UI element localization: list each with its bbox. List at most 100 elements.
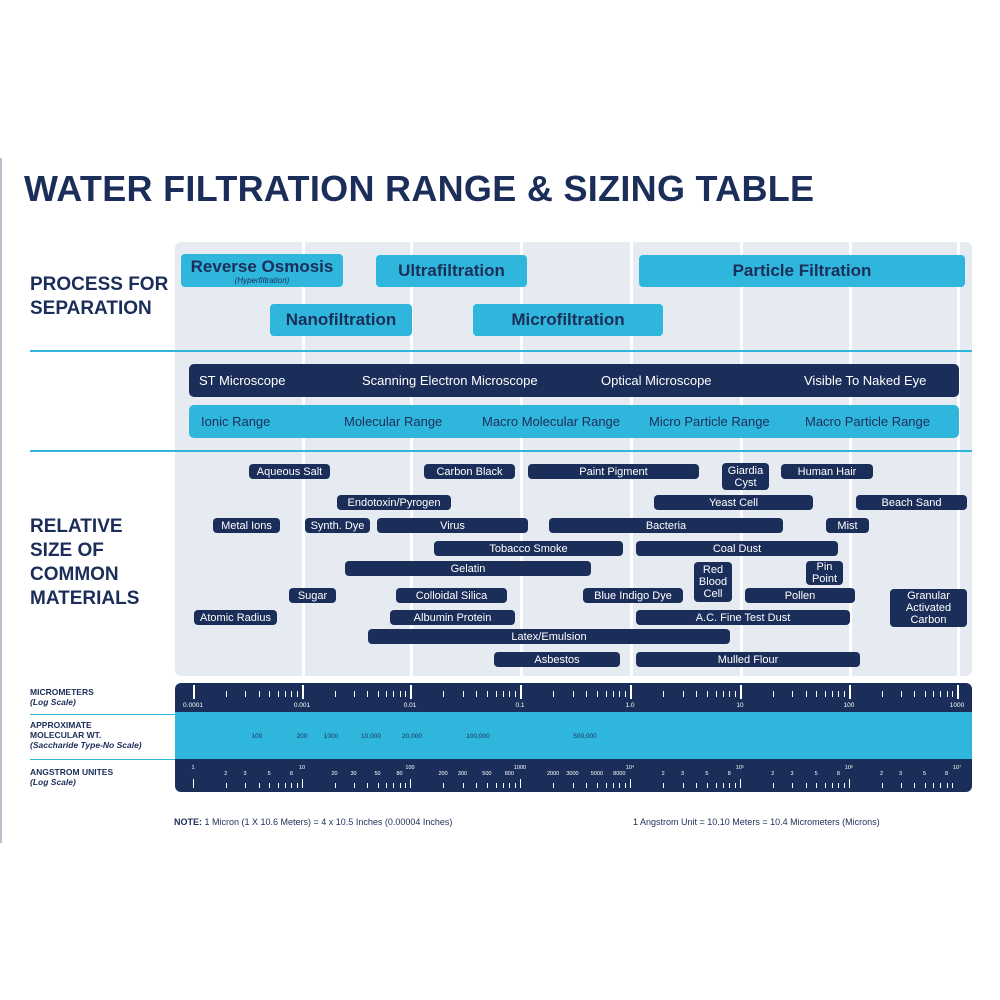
- material-asbestos: Asbestos: [494, 652, 620, 667]
- angstrom-minor-tick: [706, 783, 708, 788]
- micrometer-tick-label: 100: [843, 702, 855, 709]
- micrometer-minor-tick: [824, 691, 826, 697]
- angstrom-tick-label: 10⁵: [735, 765, 745, 771]
- angstrom-tick-label: 100: [405, 765, 415, 771]
- micrometer-minor-tick: [476, 691, 478, 697]
- micrometer-minor-tick: [613, 691, 614, 697]
- micrometer-tick: [520, 685, 522, 699]
- process-nanofiltration: Nanofiltration: [270, 304, 412, 336]
- micrometer-tick: [410, 685, 412, 699]
- angstrom-minor-tick: [503, 783, 504, 788]
- material-blue-indigo-dye: Blue Indigo Dye: [583, 588, 683, 603]
- angstrom-tick-label: 1000: [513, 765, 527, 771]
- material-yeast-cell: Yeast Cell: [654, 495, 813, 510]
- material-coal-dust: Coal Dust: [636, 541, 838, 556]
- micrometer-tick-label: 0.001: [293, 702, 311, 709]
- angstrom-minor-tick: [723, 783, 724, 788]
- material-mulled-flour: Mulled Flour: [636, 652, 860, 667]
- angstrom-minor-tick: [933, 783, 934, 788]
- angstrom-minor-tick: [495, 783, 497, 788]
- micrometer-minor-tick: [405, 691, 407, 697]
- micrometer-minor-tick: [586, 691, 588, 697]
- left-border-rule: [0, 158, 2, 843]
- mw-label: 100,000: [466, 733, 490, 740]
- angstrom-minor-tick: [900, 783, 902, 788]
- mw-label: 100: [251, 733, 263, 740]
- material-human-hair: Human Hair: [781, 464, 873, 479]
- angstrom-tick-label: 300: [457, 771, 468, 777]
- relative-size-section-label: RELATIVE SIZE OF COMMON MATERIALS: [30, 516, 140, 609]
- angstrom-minor-tick: [772, 783, 774, 788]
- angstrom-minor-tick: [605, 783, 607, 788]
- angstrom-tick-label: 5: [705, 771, 709, 777]
- angstrom-minor-tick: [443, 783, 445, 788]
- micrometer-minor-tick: [816, 691, 818, 697]
- micrometer-minor-tick: [462, 691, 464, 697]
- micrometer-minor-tick: [386, 691, 387, 697]
- micrometer-tick-label: 0.01: [403, 702, 417, 709]
- micrometer-minor-tick: [805, 691, 807, 697]
- note-micron: NOTE: 1 Micron (1 X 10.6 Meters) = 4 x 1…: [174, 817, 453, 827]
- angstrom-tick-label: 8: [727, 771, 731, 777]
- angstrom-tick-label: 8000: [613, 771, 626, 777]
- angstrom-minor-tick: [844, 783, 845, 788]
- material-synth-dye: Synth. Dye: [305, 518, 370, 533]
- angstrom-tick-label: 10⁴: [625, 765, 635, 771]
- angstrom-minor-tick: [334, 783, 336, 788]
- angstrom-tick-label: 2: [771, 771, 775, 777]
- micrometer-minor-tick: [729, 691, 731, 697]
- micrometer-minor-tick: [297, 691, 298, 697]
- section-divider: [30, 450, 972, 452]
- angstrom-minor-tick: [952, 783, 954, 788]
- angstrom-tick-label: 2: [879, 771, 884, 777]
- micrometer-minor-tick: [399, 691, 401, 697]
- micrometer-minor-tick: [881, 691, 883, 697]
- micrometer-minor-tick: [619, 691, 621, 697]
- angstrom-minor-tick: [486, 783, 488, 788]
- material-paint-pigment: Paint Pigment: [528, 464, 699, 479]
- micrometer-minor-tick: [285, 691, 287, 697]
- micrometer-minor-tick: [625, 691, 626, 697]
- angstrom-minor-tick: [630, 779, 631, 788]
- material-albumin-protein: Albumin Protein: [390, 610, 515, 625]
- angstrom-minor-tick: [405, 783, 407, 788]
- process-section-label: PROCESS FOR SEPARATION: [30, 274, 169, 319]
- angstrom-minor-tick: [740, 779, 741, 788]
- micrometer-minor-tick: [596, 691, 598, 697]
- angstrom-minor-tick: [520, 779, 521, 788]
- micrometer-minor-tick: [838, 691, 840, 697]
- angstrom-tick-label: 2: [661, 771, 665, 777]
- micrometer-minor-tick: [832, 691, 834, 697]
- microscope-band: ST Microscope Scanning Electron Microsco…: [189, 364, 959, 397]
- angstrom-minor-tick: [596, 783, 598, 788]
- angstrom-tick-label: 5000: [590, 771, 604, 777]
- micrometer-minor-tick: [946, 691, 948, 697]
- angstrom-minor-tick: [285, 783, 287, 788]
- micrometer-tick-label: 0.1: [515, 702, 525, 709]
- material-beach-sand: Beach Sand: [856, 495, 967, 510]
- angstrom-minor-tick: [729, 783, 731, 788]
- angstrom-minor-tick: [715, 783, 717, 788]
- material-latex-emulsion: Latex/Emulsion: [368, 629, 730, 644]
- micrometer-minor-tick: [393, 691, 395, 697]
- micrometer-minor-tick: [443, 691, 445, 697]
- angstrom-minor-tick: [682, 783, 684, 788]
- angstrom-minor-tick: [805, 783, 807, 788]
- micrometer-minor-tick: [258, 691, 260, 697]
- micrometer-minor-tick: [735, 691, 736, 697]
- micrometer-minor-tick: [509, 691, 511, 697]
- angstrom-tick-label: 5: [267, 771, 271, 777]
- grid-line: [520, 242, 523, 676]
- micrometer-tick: [849, 685, 851, 699]
- angstrom-tick-label: 2000: [546, 771, 560, 777]
- micrometer-minor-tick: [940, 691, 942, 697]
- page-title: WATER FILTRATION RANGE & SIZING TABLE: [24, 168, 815, 209]
- micrometer-minor-tick: [377, 691, 379, 697]
- angstrom-tick-label: 3: [790, 771, 794, 777]
- micrometer-minor-tick: [334, 691, 336, 697]
- mw-label: 1000: [323, 733, 339, 740]
- micrometer-minor-tick: [924, 691, 926, 697]
- micrometer-minor-tick: [696, 691, 698, 697]
- angstrom-tick-label: 5: [922, 771, 927, 777]
- note-angstrom: 1 Angstrom Unit = 10.10 Meters = 10.4 Mi…: [633, 817, 880, 827]
